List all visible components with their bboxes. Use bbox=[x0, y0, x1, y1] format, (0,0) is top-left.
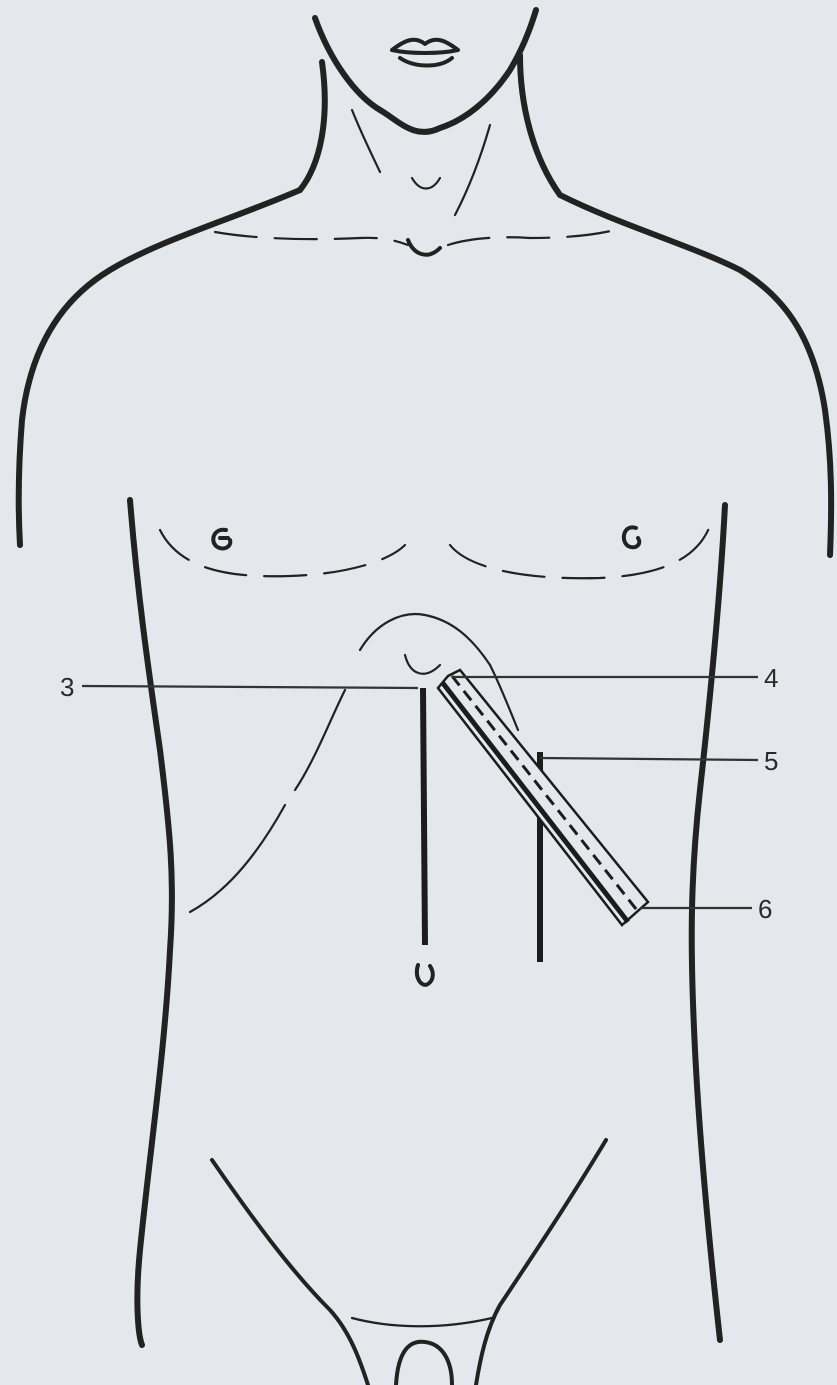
callout-label-6: 6 bbox=[758, 894, 772, 924]
callout-label-5: 5 bbox=[764, 746, 778, 776]
callout-label-4: 4 bbox=[764, 663, 778, 693]
callout-label-3: 3 bbox=[60, 672, 74, 702]
upper-midline-incision bbox=[423, 688, 425, 945]
